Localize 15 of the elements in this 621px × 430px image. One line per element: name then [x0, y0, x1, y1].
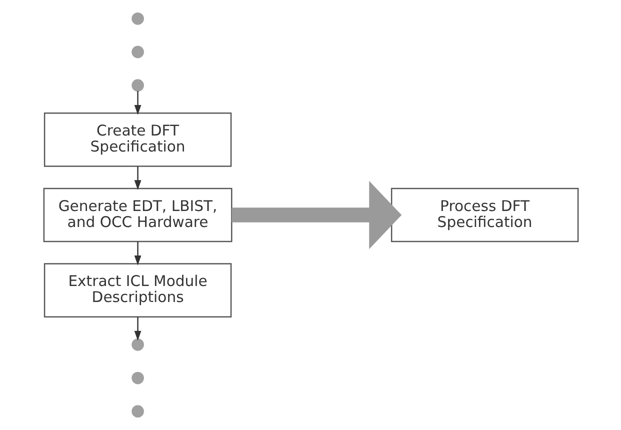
node-circle — [131, 405, 144, 418]
node-circle — [131, 79, 144, 92]
node-circle — [131, 338, 144, 351]
node-box: Process DFT Specification — [390, 188, 578, 242]
arrow — [134, 166, 141, 190]
node-box: Extract ICL Module Descriptions — [43, 263, 232, 318]
node-circle — [131, 372, 144, 384]
node-box: Generate EDT, LBIST, and OCC Hardware — [42, 188, 232, 242]
arrow — [134, 242, 141, 266]
arrow — [134, 90, 141, 115]
node-box: Create DFT Specification — [43, 112, 232, 167]
node-circle — [131, 12, 144, 25]
arrow — [134, 316, 141, 341]
node-circle — [131, 46, 144, 58]
arrow — [231, 180, 402, 250]
